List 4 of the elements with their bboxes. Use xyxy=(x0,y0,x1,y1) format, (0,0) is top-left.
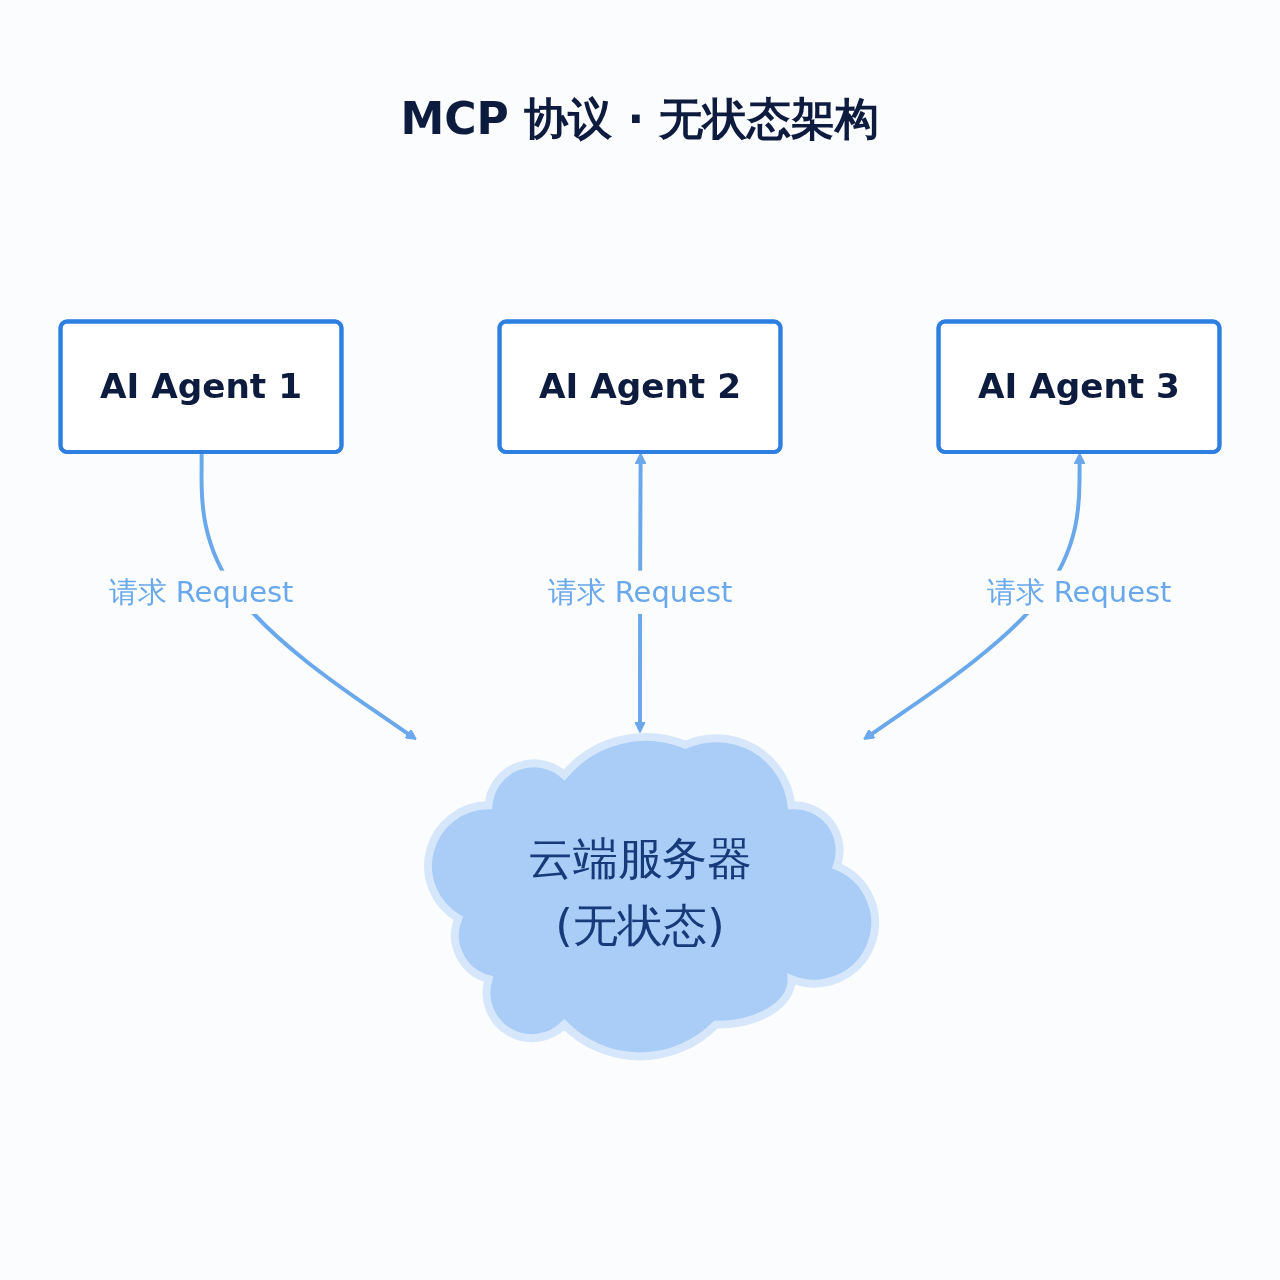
edge-label: 请求 Request xyxy=(547,575,733,609)
edge-label: 请求 Request xyxy=(108,575,294,609)
diagram-title: MCP 协议 · 无状态架构 xyxy=(399,92,881,146)
edge-label: 请求 Request xyxy=(986,575,1172,609)
